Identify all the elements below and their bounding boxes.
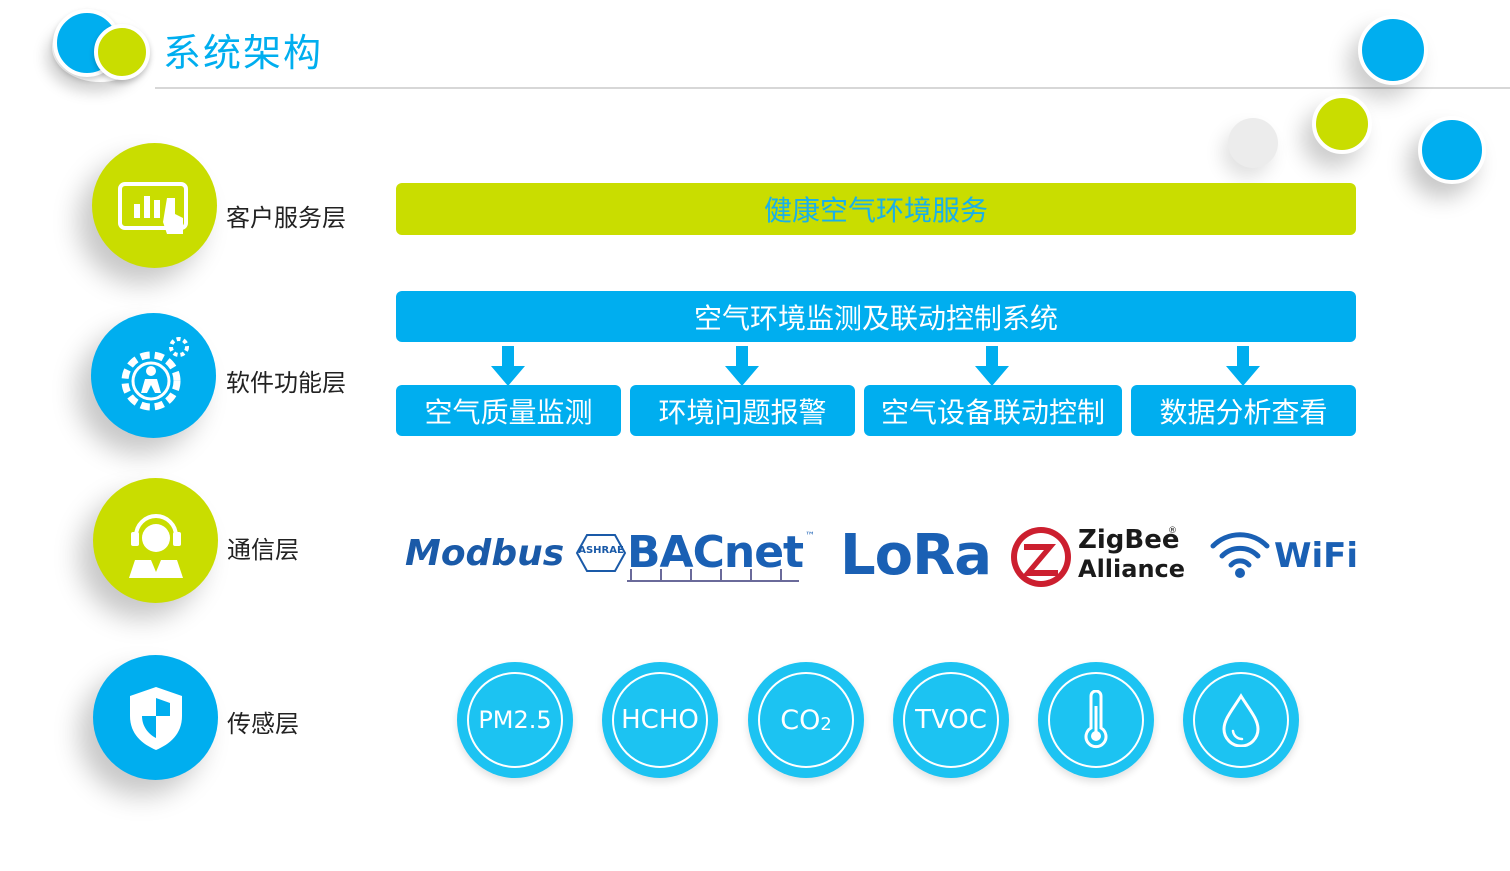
ashrae-hexagon-icon [575,534,627,572]
sensor-hcho: HCHO [602,662,718,778]
service-bar: 健康空气环境服务 [396,183,1356,235]
zigbee-registered: ® [1168,526,1177,536]
layer-label-software: 软件功能层 [226,369,346,397]
bacnet-label: BACnet [627,527,804,578]
zigbee-label: ZigBee [1078,525,1180,555]
page-title: 系统架构 [163,31,324,75]
water-drop-icon [1222,693,1260,747]
function-box-data-analysis: 数据分析查看 [1131,385,1356,436]
bacnet-network-lines [627,569,799,582]
layer-icon-sensing [93,655,218,780]
decor-blue-circle-top [1358,15,1428,85]
bacnet-logo: ASHRAE BACnet ™ [575,525,815,585]
function-box-device-control: 空气设备联动控制 [864,385,1122,436]
co2-subscript: 2 [820,713,832,735]
layer-label-communication: 通信层 [227,536,299,564]
sensor-pm25-label: PM2.5 [467,672,563,768]
decor-gray-circle [1228,118,1278,168]
thermometer-icon [1084,690,1108,749]
wifi-label: WiFi [1274,536,1359,576]
layer-icon-communication [93,478,218,603]
co2-main: CO [780,704,821,736]
title-divider [155,87,1510,89]
sensor-pm25: PM2.5 [457,662,573,778]
arrow-down-icon [975,346,1009,386]
zigbee-logo: ZigBee ® Alliance [1010,525,1185,589]
ashrae-label: ASHRAE [578,545,624,556]
headset-agent-icon [128,513,183,578]
gear-person-icon [121,336,189,410]
arrow-down-icon [491,346,525,386]
wifi-logo: WiFi [1210,528,1360,580]
layer-icon-software [91,313,216,438]
sensor-temperature [1038,662,1154,778]
modbus-logo: Modbus [405,533,565,574]
decor-green-circle [1312,94,1372,154]
wifi-icon [1210,532,1270,578]
sensor-hcho-label: HCHO [612,672,708,768]
sensor-tvoc: TVOC [893,662,1009,778]
lora-logo: LoRa [840,523,992,588]
layer-icon-customer-service [92,143,217,268]
function-box-air-quality: 空气质量监测 [396,385,621,436]
arrow-down-icon [725,346,759,386]
arrow-down-icon [1226,346,1260,386]
sensor-humidity-inner [1193,672,1289,768]
system-bar: 空气环境监测及联动控制系统 [396,291,1356,342]
sensor-humidity [1183,662,1299,778]
sensor-temperature-inner [1048,672,1144,768]
alliance-label: Alliance [1078,555,1186,583]
bacnet-tm: ™ [805,531,815,542]
layer-label-sensing: 传感层 [227,710,299,738]
header-decor-green-circle [94,24,150,80]
layer-label-customer-service: 客户服务层 [226,204,346,232]
sensor-tvoc-label: TVOC [903,672,999,768]
shield-icon [129,686,182,750]
zigbee-z-icon [1011,527,1071,587]
tablet-chart-icon [117,181,188,234]
function-box-alarm: 环境问题报警 [630,385,855,436]
decor-blue-circle-right [1418,116,1486,184]
